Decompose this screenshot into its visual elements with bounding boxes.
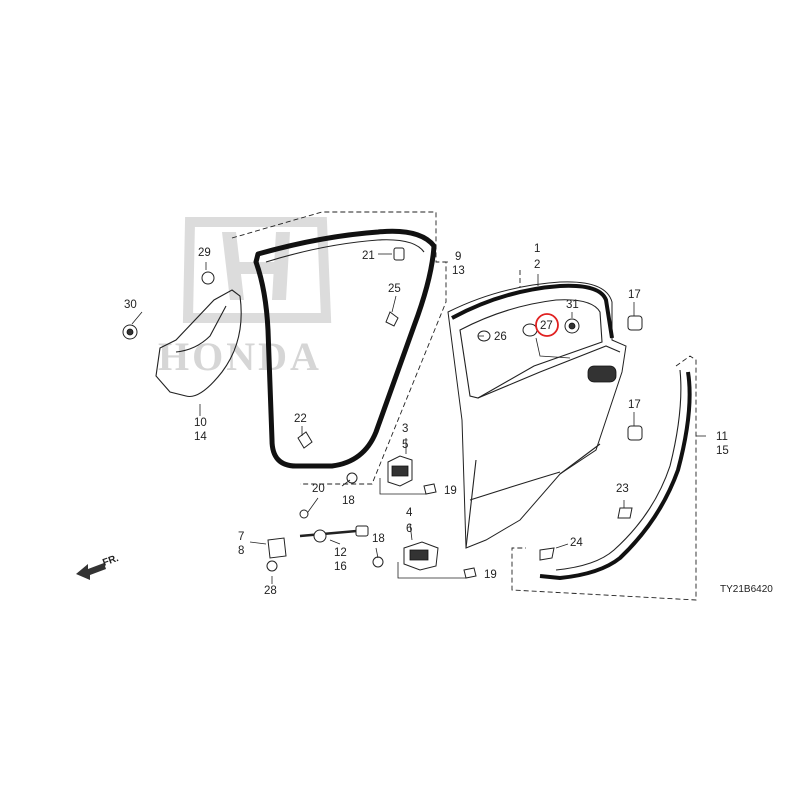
bolt-20 xyxy=(299,509,309,519)
clip-22 xyxy=(297,431,313,449)
callout-18-lower: 18 xyxy=(372,533,385,545)
callout-30: 30 xyxy=(124,299,137,311)
lower-hinge xyxy=(372,541,477,579)
callout-25: 25 xyxy=(388,283,401,295)
callout-22: 22 xyxy=(294,413,307,425)
callout-24: 24 xyxy=(570,537,583,549)
checker-bracket-7 xyxy=(267,537,287,559)
callout-28: 28 xyxy=(264,585,277,597)
bolt-18-lower xyxy=(372,556,384,568)
clip-24 xyxy=(539,547,555,561)
clip-25 xyxy=(385,311,399,327)
stopper-17-lower xyxy=(627,425,643,441)
callout-29: 29 xyxy=(198,247,211,259)
callout-10: 10 xyxy=(194,417,207,429)
callout-labels: 1 2 3 4 5 6 7 8 9 10 11 12 13 14 15 16 1… xyxy=(124,243,729,597)
clip-29 xyxy=(201,271,215,285)
upper-hinge xyxy=(346,455,437,495)
callout-26: 26 xyxy=(494,331,507,343)
front-label: FR. xyxy=(101,553,120,569)
bolt-28 xyxy=(266,560,278,572)
bolt-19-upper xyxy=(423,483,437,495)
callout-23: 23 xyxy=(616,483,629,495)
lower-door-molding xyxy=(539,371,692,580)
clip-21 xyxy=(393,247,405,261)
stopper-17-upper xyxy=(627,315,643,331)
door-hole-seal xyxy=(155,289,242,398)
callout-8: 8 xyxy=(238,545,244,557)
callout-9: 9 xyxy=(455,251,461,263)
front-direction-arrow: FR. xyxy=(76,553,120,580)
callout-15: 15 xyxy=(716,445,729,457)
callout-5: 5 xyxy=(402,439,408,451)
callout-19-upper: 19 xyxy=(444,485,457,497)
weatherstrip-inner-edge xyxy=(265,239,425,263)
callout-2: 2 xyxy=(534,259,540,271)
callout-14: 14 xyxy=(194,431,207,443)
callout-20: 20 xyxy=(312,483,325,495)
door-frame-seal xyxy=(451,283,614,339)
callout-21: 21 xyxy=(362,250,375,262)
door-window-opening xyxy=(459,299,603,399)
leader-lines xyxy=(131,253,706,584)
diagram-code: TY21B6420 xyxy=(720,584,773,595)
bolt-19-lower xyxy=(463,567,477,579)
door-belt-line xyxy=(477,345,621,399)
plug-27-leader xyxy=(535,337,571,359)
callout-27: 27 xyxy=(540,320,553,332)
callout-13: 13 xyxy=(452,265,465,277)
callout-31: 31 xyxy=(566,299,579,311)
callout-17-upper: 17 xyxy=(628,289,641,301)
callout-11: 11 xyxy=(716,431,728,443)
assembly-outline-molding xyxy=(511,355,697,601)
callout-17-lower: 17 xyxy=(628,399,641,411)
door-handle-recess xyxy=(587,365,617,383)
callout-19-lower: 19 xyxy=(484,569,497,581)
rear-door-panel xyxy=(447,281,627,549)
honda-wordmark: HONDA xyxy=(158,334,322,379)
callout-6: 6 xyxy=(406,523,412,535)
callout-12: 12 xyxy=(334,547,347,559)
door-hole-seal-inner xyxy=(175,305,227,353)
door-checker xyxy=(266,509,369,572)
door-lower-edge xyxy=(465,443,601,549)
callout-7: 7 xyxy=(238,531,244,543)
molding-edge xyxy=(555,369,682,571)
callout-16: 16 xyxy=(334,561,347,573)
callout-3: 3 xyxy=(402,423,408,435)
callout-4: 4 xyxy=(406,507,413,519)
clip-23 xyxy=(617,507,633,519)
plug-27 xyxy=(522,323,538,337)
door-weatherstrip xyxy=(253,228,437,469)
callout-1: 1 xyxy=(534,243,540,255)
assembly-outline-weatherstrip xyxy=(231,211,447,485)
highlight-circle xyxy=(535,313,559,337)
callout-18-upper: 18 xyxy=(342,495,355,507)
